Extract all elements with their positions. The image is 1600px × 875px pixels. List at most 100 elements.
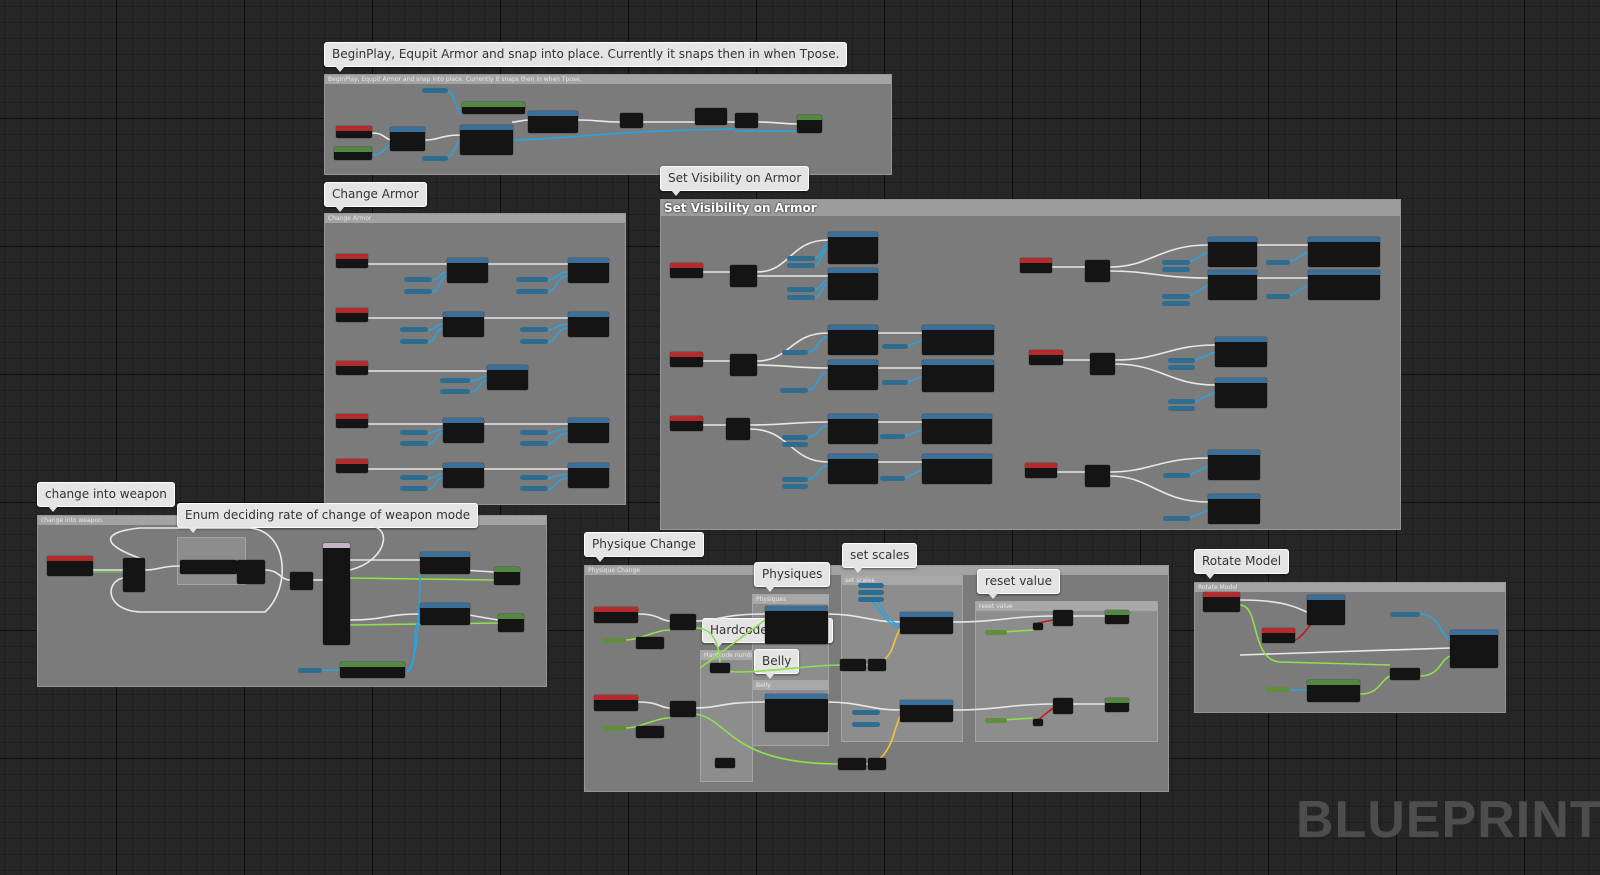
mesh-variable-node[interactable] — [882, 380, 908, 385]
mesh-variable-node[interactable] — [787, 263, 815, 268]
mesh-variable-node[interactable] — [1168, 406, 1195, 411]
float-variable-node[interactable] — [602, 638, 626, 643]
mesh-variable-node[interactable] — [520, 430, 548, 435]
mesh-variable-node[interactable] — [1162, 294, 1190, 299]
mesh-variable-node[interactable] — [1390, 612, 1420, 617]
comment-bubble-change-armor[interactable]: Change Armor — [324, 182, 427, 212]
lerp-node[interactable] — [494, 567, 520, 585]
comment-bubble-enum-rate[interactable]: Enum deciding rate of change of weapon m… — [177, 503, 479, 533]
vector-add-node[interactable] — [868, 659, 886, 671]
branch-node[interactable] — [123, 558, 145, 592]
mesh-variable-node[interactable] — [787, 295, 815, 300]
mesh-variable-node[interactable] — [852, 710, 880, 715]
select-mesh-node[interactable] — [568, 463, 609, 488]
comment-bubble-rotate-model[interactable]: Rotate Model — [1194, 549, 1290, 579]
flip-flop-node[interactable] — [730, 265, 757, 287]
set-scalar-parameter-node[interactable] — [1308, 270, 1380, 300]
comment-bubble-set-visibility[interactable]: Set Visibility on Armor — [660, 166, 810, 196]
mesh-variable-node[interactable] — [400, 475, 428, 480]
flip-flop-node[interactable] — [1085, 260, 1110, 282]
mesh-variable-node[interactable] — [1163, 473, 1190, 478]
mesh-variable-node[interactable] — [516, 277, 548, 282]
set-scalar-parameter-node[interactable] — [922, 325, 994, 355]
multiply-node[interactable] — [636, 637, 664, 649]
switch-on-enum-node[interactable] — [180, 560, 237, 574]
mesh-variable-node[interactable] — [852, 722, 880, 727]
mesh-variable-node[interactable] — [1168, 365, 1195, 370]
mesh-variable-node[interactable] — [880, 434, 905, 439]
set-visibility-node[interactable] — [1208, 494, 1260, 524]
set-relative-location-node[interactable] — [420, 603, 470, 625]
set-scalar-parameter-node[interactable] — [1308, 237, 1380, 267]
mesh-variable-node[interactable] — [422, 88, 448, 93]
select-mesh-node[interactable] — [443, 418, 484, 443]
rotate-event-node[interactable] — [1262, 628, 1295, 643]
armor-event-node[interactable] — [336, 254, 368, 268]
mesh-variable-node[interactable] — [1168, 399, 1195, 404]
mesh-variable-node[interactable] — [440, 389, 470, 394]
set-master-pose-node[interactable] — [462, 102, 525, 114]
delay-node[interactable] — [735, 113, 758, 128]
flip-flop-node[interactable] — [730, 354, 757, 376]
set-scalar-parameter-node[interactable] — [922, 454, 992, 484]
select-mesh-node[interactable] — [487, 365, 528, 390]
set-visibility-node[interactable] — [1208, 270, 1257, 300]
mesh-variable-node[interactable] — [1162, 301, 1190, 306]
mesh-variable-node[interactable] — [298, 668, 322, 673]
mesh-variable-node[interactable] — [1162, 260, 1190, 265]
flip-flop-node[interactable] — [290, 572, 313, 590]
set-enum-node[interactable] — [237, 560, 265, 584]
attach-to-component-node[interactable] — [528, 111, 578, 133]
mesh-variable-node[interactable] — [400, 430, 428, 435]
event-begin-play-node[interactable] — [336, 126, 372, 138]
set-visibility-node[interactable] — [460, 125, 513, 155]
mesh-variable-node[interactable] — [1168, 358, 1195, 363]
armor-event-node[interactable] — [336, 361, 368, 375]
rotate-event-node[interactable] — [1203, 592, 1240, 612]
mesh-variable-node[interactable] — [516, 289, 548, 294]
mesh-variable-node[interactable] — [1162, 267, 1190, 272]
mesh-variable-node[interactable] — [780, 388, 808, 393]
mesh-variable-node[interactable] — [400, 339, 428, 344]
mesh-variable-node[interactable] — [1266, 260, 1290, 265]
visibility-event-node[interactable] — [670, 416, 703, 431]
add-local-rotation-node[interactable] — [1450, 630, 1498, 668]
get-world-delta-node[interactable] — [1307, 680, 1360, 702]
get-timer-node[interactable] — [1307, 595, 1345, 625]
set-relative-scale-node[interactable] — [900, 612, 953, 634]
player-controller-node[interactable] — [334, 147, 372, 160]
timeline-node[interactable] — [323, 543, 350, 645]
visibility-event-node[interactable] — [1029, 350, 1063, 365]
set-scalar-parameter-node[interactable] — [922, 360, 994, 392]
comment-bubble-physiques[interactable]: Physiques — [754, 562, 831, 592]
mesh-variable-node[interactable] — [404, 289, 432, 294]
select-mesh-node[interactable] — [443, 312, 484, 337]
select-mesh-node[interactable] — [447, 258, 488, 283]
comment-bubble-belly[interactable]: Belly — [754, 649, 800, 679]
enable-input-node[interactable] — [390, 127, 425, 151]
set-float-node[interactable] — [1105, 698, 1129, 712]
flip-flop-node[interactable] — [1085, 465, 1110, 487]
comment-bubble-set-scales[interactable]: set scales — [842, 543, 918, 573]
physique-change-event-node[interactable] — [594, 607, 638, 623]
mesh-variable-node[interactable] — [782, 477, 808, 482]
set-visibility-node[interactable] — [828, 454, 878, 484]
mesh-variable-node[interactable] — [400, 441, 428, 446]
set-visibility-node[interactable] — [1215, 337, 1267, 367]
sequence-node[interactable] — [670, 614, 696, 630]
compare-node[interactable] — [1033, 719, 1043, 726]
mesh-variable-node[interactable] — [880, 476, 905, 481]
set-scalar-parameter-node[interactable] — [922, 414, 992, 444]
make-vector-node[interactable] — [838, 758, 866, 770]
visibility-event-node[interactable] — [670, 263, 703, 278]
mesh-variable-node[interactable] — [400, 327, 428, 332]
comment-bubble-begin-play[interactable]: BeginPlay, Equpit Armor and snap into pl… — [324, 42, 848, 72]
armor-event-node[interactable] — [336, 308, 368, 322]
comment-bubble-change-weapon[interactable]: change into weapon — [37, 482, 175, 512]
comment-bubble-physique-change[interactable]: Physique Change — [584, 532, 704, 562]
select-mesh-node[interactable] — [568, 418, 609, 443]
flip-flop-node[interactable] — [726, 418, 750, 440]
mesh-variable-node[interactable] — [782, 435, 808, 440]
mesh-variable-node[interactable] — [782, 350, 808, 355]
set-visibility-node[interactable] — [1208, 237, 1257, 267]
